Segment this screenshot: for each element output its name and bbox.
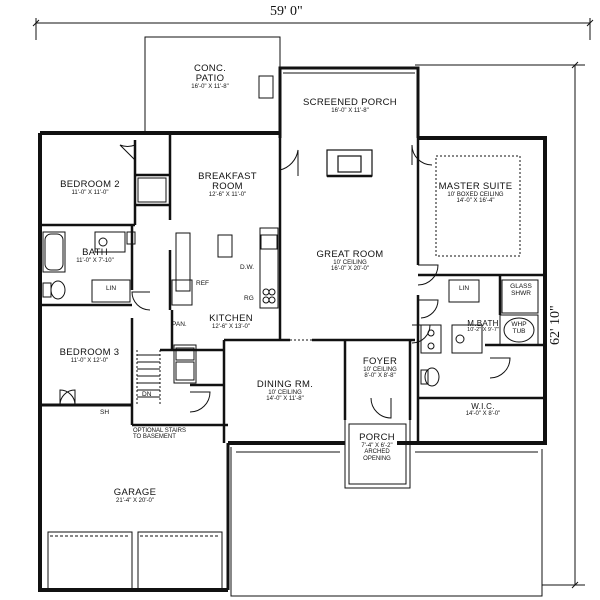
conc-patio-size: 16'-0" X 11'-8" — [191, 83, 229, 90]
patio-step — [258, 75, 274, 99]
depth-dimension-line — [415, 61, 585, 589]
foyer-ceiling: 10' CEILING — [363, 366, 397, 373]
screened-porch-label: SCREENED PORCH 16'-0" X 11'-8" — [290, 98, 410, 114]
glass-shower-line1: GLASS — [510, 283, 532, 290]
stairs-note-label: OPTIONAL STAIRS TO BASEMENT — [133, 428, 213, 441]
garage-label: GARAGE 21'-4" X 20'-0" — [85, 488, 185, 504]
bedroom2-name: BEDROOM 2 — [60, 179, 120, 190]
interior-walls — [40, 135, 545, 443]
shelf-label: SH — [100, 409, 110, 416]
wic-name: W.I.C. — [471, 402, 495, 411]
refrigerator-label: REF — [196, 280, 209, 287]
wic-label: W.I.C. 14'-0" X 8'-0" — [448, 402, 518, 418]
mbath-size: 10'-2" X 9'-7" — [467, 327, 499, 334]
conc-patio-name-line1: CONC. — [193, 63, 227, 74]
thin-partitions — [91, 155, 539, 346]
stairs-note-line2: TO BASEMENT — [133, 434, 176, 441]
screened-porch-name: SCREENED PORCH — [303, 97, 397, 108]
dining-size: 14'-0" X 11'-8" — [266, 396, 304, 403]
screened-porch-walls — [278, 66, 420, 138]
porch-label: PORCH 7'-4" X 6'-2" ARCHED OPENING — [350, 433, 404, 462]
kitchen-size: 12'-6" X 13'-0" — [212, 323, 250, 330]
stairs-note-line1: OPTIONAL STAIRS — [133, 428, 187, 434]
breakfast-name-line1: BREAKFAST — [198, 171, 257, 182]
kitchen-label: KITCHEN 12'-6" X 13'-0" — [196, 314, 266, 330]
glass-shower-label: GLASS SHWR — [505, 283, 537, 298]
mbath-label: M.BATH 10'-2" X 9'-7" — [458, 319, 508, 334]
width-dimension-line — [32, 18, 594, 40]
porch-note-line2: OPENING — [363, 455, 391, 462]
great-room-name: GREAT ROOM — [316, 249, 384, 260]
bath-name: BATH — [82, 247, 108, 258]
mbath-fixtures — [420, 279, 539, 387]
porch-note-line1: ARCHED — [364, 449, 390, 456]
master-suite-size: 14'-0" X 16'-4" — [456, 198, 495, 205]
bedroom2-label: BEDROOM 2 11'-0" X 11'-0" — [50, 180, 130, 196]
lin-master-label: LIN — [458, 285, 470, 292]
fireplace — [326, 149, 373, 178]
garage-walls — [40, 403, 230, 590]
breakfast-label: BREAKFAST ROOM 12'-6" X 11'-0" — [185, 172, 270, 198]
wic-size: 14'-0" X 8'-0" — [465, 411, 501, 418]
stairs — [136, 350, 161, 405]
stairs-down-label: DN — [142, 391, 152, 398]
overall-depth-label: 62' 10" — [548, 305, 563, 345]
front-porch — [230, 420, 543, 597]
porch-size: 7'-4" X 6'-2" — [361, 442, 393, 449]
bedroom3-label: BEDROOM 3 11'-0" X 12'-0" — [52, 348, 127, 364]
kitchen-name: KITCHEN — [209, 313, 253, 324]
breakfast-name-line2: ROOM — [212, 180, 243, 192]
lin-bath-label: LIN — [105, 285, 117, 292]
bath-size: 11'-0" X 7'-10" — [76, 257, 114, 264]
great-room-label: GREAT ROOM 10' CEILING 16'-0" X 20'-0" — [300, 250, 400, 273]
bedroom2-size: 11'-0" X 11'-0" — [71, 189, 109, 196]
dining-label: DINING RM. 10' CEILING 14'-0" X 11'-8" — [240, 380, 330, 403]
foyer-size: 8'-0" X 8'-8" — [364, 373, 396, 380]
bath-fixtures — [42, 231, 136, 300]
foyer-label: FOYER 10' CEILING 8'-0" X 8'-8" — [352, 357, 408, 380]
garage-doors — [47, 531, 223, 591]
conc-patio-label: CONC. PATIO 16'-0" X 11'-8" — [175, 64, 245, 90]
door-swings — [59, 144, 511, 419]
dining-name: DINING RM. — [256, 379, 314, 390]
range-label: RG — [244, 295, 254, 302]
foyer-name: FOYER — [362, 356, 398, 367]
great-room-size: 16'-0" X 20'-0" — [331, 266, 369, 273]
mbath-name: M.BATH — [467, 319, 499, 328]
master-suite-ceiling: 10' BOXED CEILING — [447, 191, 504, 198]
bedroom3-name: BEDROOM 3 — [59, 347, 120, 358]
bath-label: BATH 11'-0" X 7'-10" — [60, 248, 130, 264]
kitchen-counters — [171, 227, 279, 384]
bedroom3-size: 11'-0" X 12'-0" — [70, 357, 109, 364]
master-suite-label: MASTER SUITE 10' BOXED CEILING 14'-0" X … — [428, 182, 523, 205]
whirlpool-tub-label: WHP TUB — [503, 321, 535, 336]
conc-patio-name-line2: PATIO — [195, 72, 225, 84]
dishwasher-label: D.W. — [240, 264, 255, 271]
master-suite-name: MASTER SUITE — [438, 181, 513, 192]
garage-size: 21'-4" X 20'-0" — [116, 497, 154, 504]
whirlpool-tub-line1: WHP — [511, 321, 527, 328]
screened-porch-size: 16'-0" X 11'-8" — [331, 107, 369, 114]
glass-shower-line2: SHWR — [511, 289, 531, 297]
dining-ceiling: 10' CEILING — [268, 389, 302, 396]
garage-name: GARAGE — [113, 487, 157, 498]
overall-width-label: 59' 0" — [270, 4, 303, 19]
breakfast-size: 12'-6" X 11'-0" — [208, 191, 247, 198]
pantry-label: PAN. — [172, 321, 187, 328]
whirlpool-tub-line2: TUB — [512, 327, 526, 335]
porch-name: PORCH — [359, 432, 395, 443]
great-room-ceiling: 10' CEILING — [333, 259, 367, 266]
